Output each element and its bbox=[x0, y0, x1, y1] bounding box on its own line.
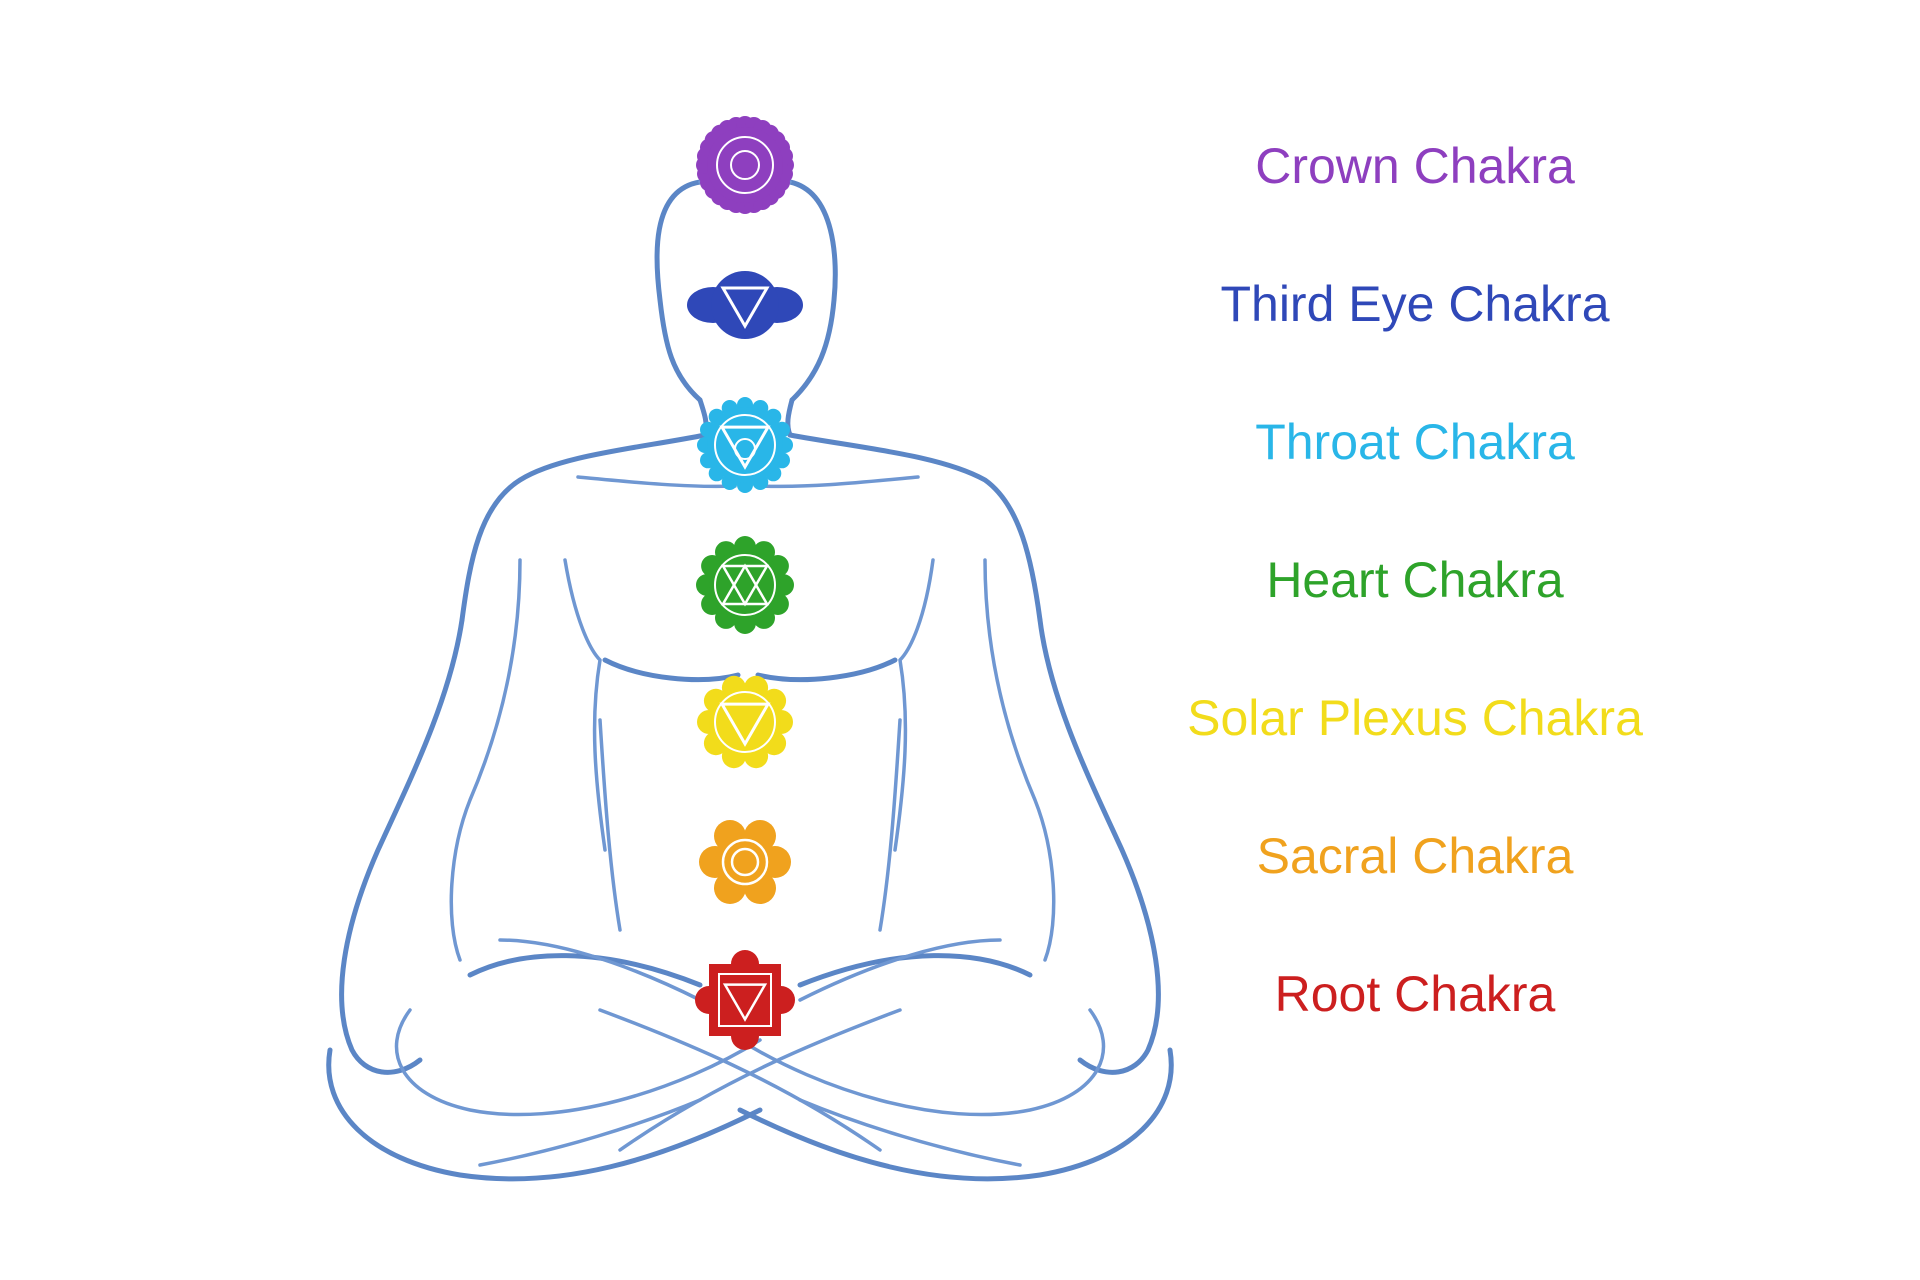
sacral-chakra-label: Sacral Chakra bbox=[1257, 828, 1574, 884]
solar-plexus-chakra-symbol-icon bbox=[697, 675, 793, 769]
crown-chakra-label: Crown Chakra bbox=[1255, 138, 1575, 194]
heart-chakra-label: Heart Chakra bbox=[1266, 552, 1564, 608]
throat-chakra-label: Throat Chakra bbox=[1255, 414, 1575, 470]
chakra-labels: Crown Chakra Third Eye Chakra Throat Cha… bbox=[1187, 138, 1643, 1022]
heart-chakra-symbol-icon bbox=[696, 536, 794, 634]
third-eye-chakra-symbol-icon bbox=[687, 271, 803, 339]
sacral-chakra-symbol-icon bbox=[699, 820, 791, 904]
chakra-symbols bbox=[687, 116, 803, 1050]
throat-chakra-symbol-icon bbox=[697, 397, 793, 493]
meditating-figure-outline bbox=[326, 172, 1174, 1182]
third-eye-chakra-label: Third Eye Chakra bbox=[1220, 276, 1609, 332]
solar-plexus-chakra-label: Solar Plexus Chakra bbox=[1187, 690, 1643, 746]
crown-chakra-symbol-icon bbox=[696, 116, 794, 214]
root-chakra-label: Root Chakra bbox=[1275, 966, 1556, 1022]
root-chakra-symbol-icon bbox=[695, 950, 795, 1050]
